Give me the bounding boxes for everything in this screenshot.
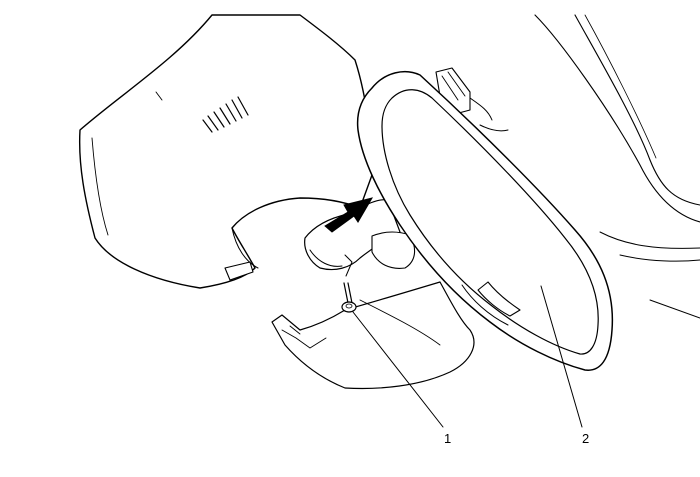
overhead-console-cover	[78, 14, 374, 289]
lower-trim-cover	[271, 281, 475, 390]
rear-view-mirror	[356, 71, 614, 371]
vent-slots-icon	[202, 96, 249, 133]
callout-2-label: 2	[582, 431, 589, 446]
direction-arrow-icon	[324, 197, 374, 233]
callout-1-label: 1	[444, 431, 451, 446]
windshield-trim	[534, 14, 700, 319]
leader-lines	[352, 285, 583, 428]
screw	[341, 282, 357, 313]
